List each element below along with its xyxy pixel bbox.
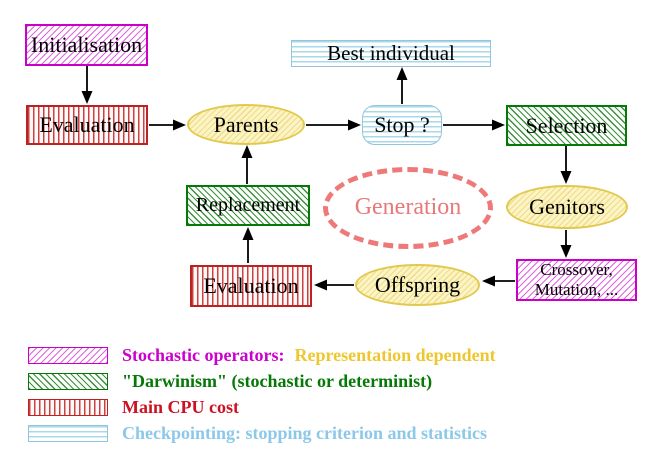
arrow-evaluation-to-replacement bbox=[242, 227, 254, 263]
node-genitors: Genitors bbox=[506, 185, 628, 229]
legend-swatch-green-hatch bbox=[28, 372, 108, 390]
legend-label-darwinism: "Darwinism" (stochastic or determinist) bbox=[122, 370, 433, 391]
node-initialisation-label: Initialisation bbox=[30, 32, 143, 58]
legend-label-checkpointing: Checkpointing: stopping criterion and st… bbox=[122, 422, 488, 443]
node-crossover-label-line2: Mutation, ... bbox=[534, 280, 619, 299]
node-parents-label: Parents bbox=[213, 111, 279, 137]
node-initialisation: Initialisation bbox=[25, 24, 148, 66]
node-parents: Parents bbox=[187, 104, 305, 145]
legend-row-darwinism: "Darwinism" (stochastic or determinist) bbox=[28, 371, 432, 391]
legend-swatch-red-stripes bbox=[28, 398, 108, 416]
legend-label-stochastic-operators: Stochastic operators: bbox=[122, 344, 285, 365]
node-replacement-label: Replacement bbox=[195, 194, 301, 216]
arrow-selection-to-genitors bbox=[560, 146, 572, 184]
node-evaluation-top: Evaluation bbox=[26, 105, 148, 145]
arrow-stop-to-selection bbox=[443, 119, 505, 131]
node-evaluation-top-label: Evaluation bbox=[39, 112, 135, 138]
arrow-crossover-to-offspring bbox=[482, 275, 515, 287]
node-selection-label: Selection bbox=[525, 112, 608, 138]
legend-swatch-cyan-stripes bbox=[28, 424, 108, 442]
node-crossover-label-line1: Crossover, bbox=[540, 260, 613, 280]
legend-label-representation-dependent: Representation dependent bbox=[294, 344, 496, 365]
arrow-stop-to-best-individual bbox=[396, 67, 408, 104]
arrow-initialisation-to-evaluation bbox=[81, 66, 93, 104]
node-evaluation-bottom: Evaluation bbox=[190, 265, 312, 307]
arrow-genitors-to-crossover bbox=[560, 230, 572, 258]
arrow-evaluation-to-parents bbox=[149, 119, 186, 131]
node-best-individual: Best individual bbox=[291, 40, 491, 67]
arrow-replacement-to-parents bbox=[241, 145, 253, 184]
generation-label: Generation bbox=[354, 194, 462, 221]
legend-row-main-cpu-cost: Main CPU cost bbox=[28, 397, 239, 417]
node-offspring: Offspring bbox=[355, 264, 480, 306]
node-stop-label: Stop ? bbox=[374, 112, 430, 138]
node-evaluation-bottom-label: Evaluation bbox=[203, 273, 299, 299]
legend-label-main-cpu-cost: Main CPU cost bbox=[122, 396, 239, 417]
legend-swatch-magenta-hatch bbox=[28, 346, 108, 364]
legend-row-stochastic-operators: Stochastic operators: Representation dep… bbox=[28, 345, 496, 365]
node-genitors-label: Genitors bbox=[529, 194, 605, 220]
generation-loop-ellipse: Generation bbox=[323, 167, 493, 249]
legend-row-checkpointing: Checkpointing: stopping criterion and st… bbox=[28, 423, 487, 443]
node-best-individual-label: Best individual bbox=[327, 41, 455, 66]
node-crossover-mutation: Crossover, Mutation, ... bbox=[516, 259, 637, 301]
node-offspring-label: Offspring bbox=[374, 272, 461, 298]
node-stop: Stop ? bbox=[362, 105, 442, 145]
node-selection: Selection bbox=[506, 105, 627, 146]
arrow-parents-to-stop bbox=[306, 119, 361, 131]
arrow-offspring-to-evaluation bbox=[314, 279, 354, 291]
node-replacement: Replacement bbox=[186, 185, 310, 226]
